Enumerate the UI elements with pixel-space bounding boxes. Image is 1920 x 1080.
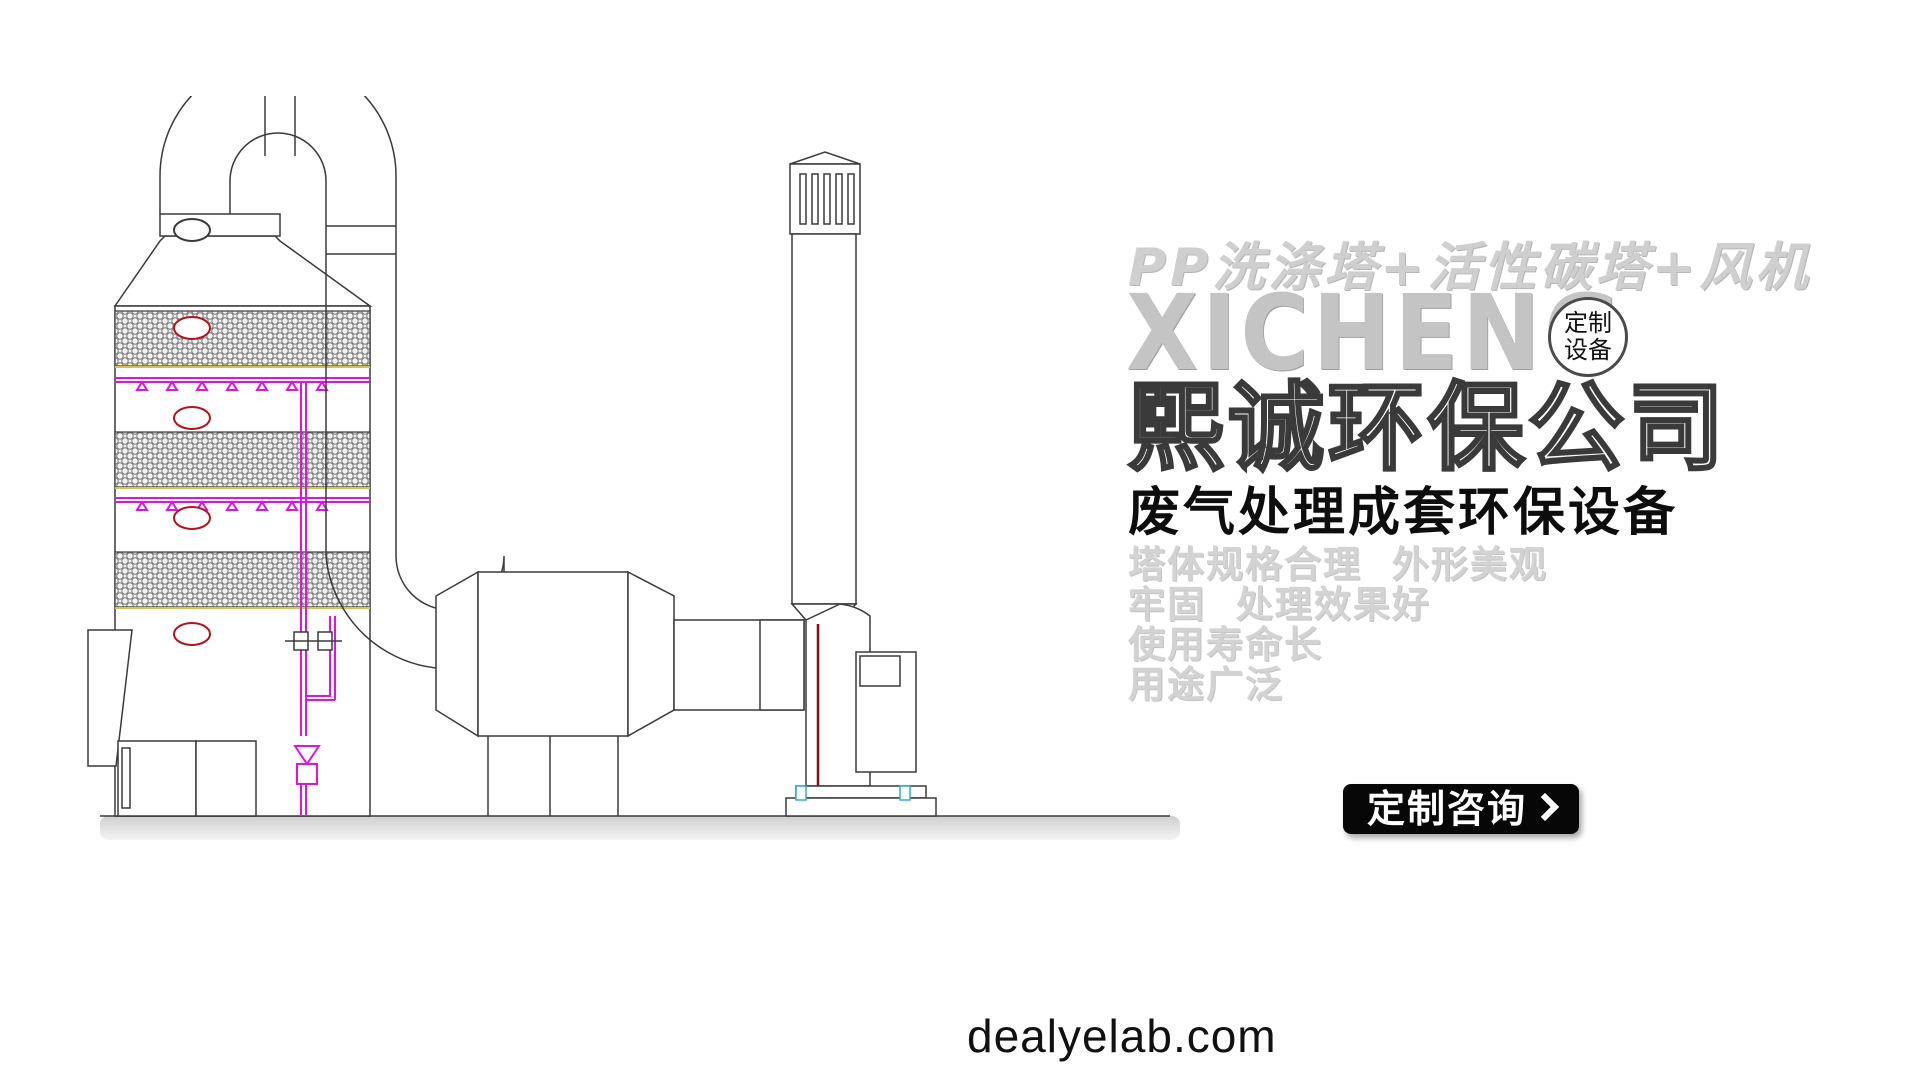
floor-shadow bbox=[100, 816, 1180, 840]
valves bbox=[285, 631, 342, 651]
fan-housing bbox=[785, 603, 937, 817]
brand-wordmark: XICHENG bbox=[1126, 272, 1625, 394]
custom-consult-button[interactable]: 定制咨询 bbox=[1343, 784, 1579, 834]
mesh-band-1 bbox=[114, 310, 371, 367]
watermark-url: dealyelab.com bbox=[967, 1010, 1277, 1062]
inlet-duct bbox=[87, 629, 133, 767]
consult-button-label: 定制咨询 bbox=[1366, 787, 1527, 831]
company-name: 熙诚环保公司 bbox=[1127, 372, 1728, 484]
feature-line: 使用寿命长 bbox=[1128, 623, 1323, 666]
spray-pipes bbox=[115, 377, 370, 816]
carbon-tower bbox=[435, 570, 675, 816]
badge-label: 定制设备 bbox=[1564, 309, 1612, 364]
feature-line: 牢固 处理效果好 bbox=[1128, 583, 1431, 626]
custom-equipment-badge: 定制设备 bbox=[1548, 297, 1628, 377]
chevron-right-icon bbox=[1530, 792, 1560, 822]
feature-list: 塔体规格合理 外形美观 牢固 处理效果好 使用寿命长 用途广泛 bbox=[1128, 545, 1688, 705]
equipment-drawing-icon bbox=[87, 96, 1180, 840]
scrubber-tower bbox=[113, 213, 373, 817]
feature-line: 用途广泛 bbox=[1128, 663, 1284, 706]
manholes bbox=[173, 218, 211, 646]
water-tank bbox=[117, 740, 257, 817]
copy-block: PP洗涤塔+活性碳塔+风机 XICHENG 定制设备 熙诚环保公司 废气处理成套… bbox=[1126, 225, 1888, 745]
slogan: 废气处理成套环保设备 bbox=[1128, 483, 1679, 543]
product-title: PP洗涤塔+活性碳塔+风机 bbox=[1128, 238, 1812, 298]
fan-inlet-duct bbox=[673, 619, 805, 711]
mesh-band-2 bbox=[114, 431, 371, 488]
feature-line: 塔体规格合理 外形美观 bbox=[1128, 543, 1548, 586]
mesh-band-3 bbox=[114, 551, 371, 608]
chimney bbox=[789, 151, 861, 621]
